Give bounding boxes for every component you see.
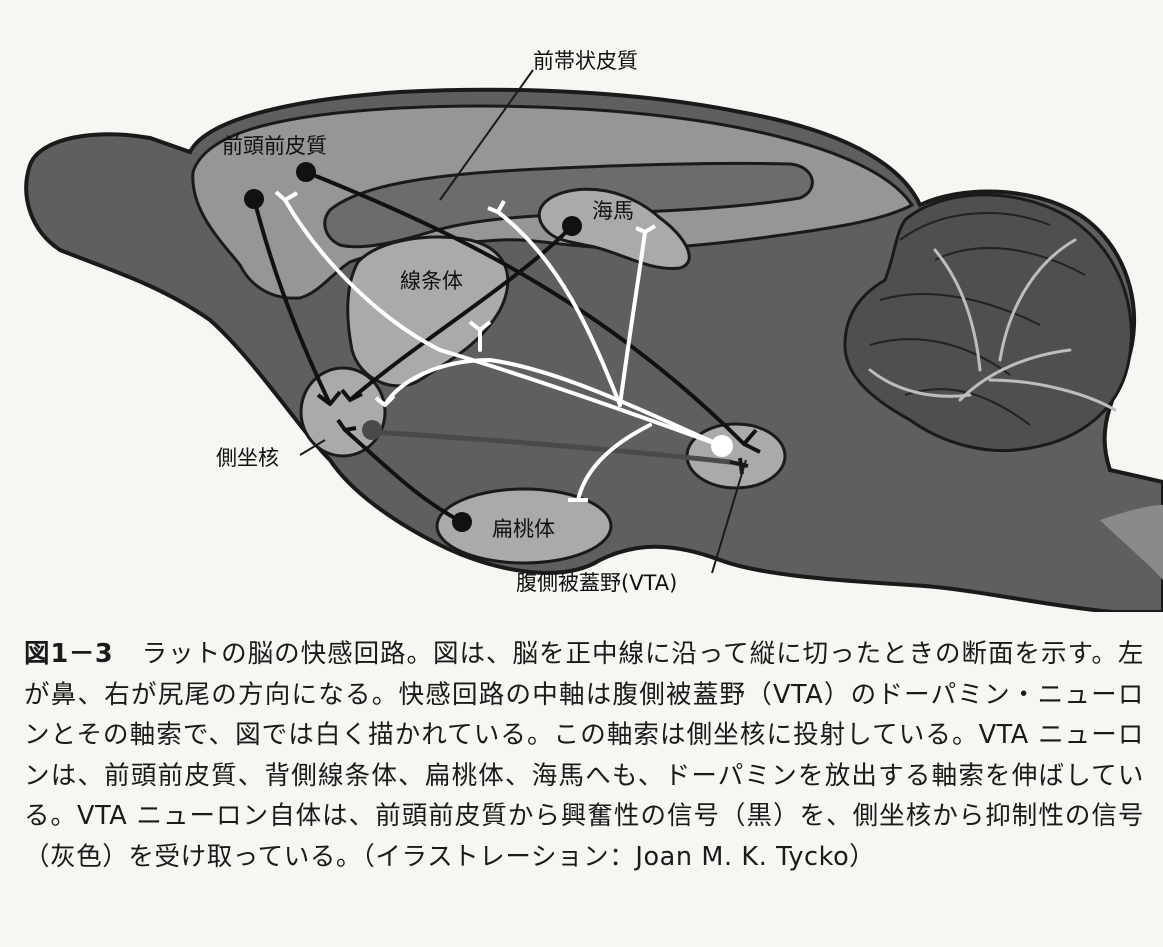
figure-number: 図1－3 [24,639,114,669]
nacc-neuron [362,420,382,440]
label-vta: 腹側被蓋野(VTA) [516,571,677,595]
cerebellum [843,193,1133,453]
pfc-neuron-1 [296,162,316,182]
vta-neuron [711,435,733,457]
label-nacc: 側坐核 [216,446,279,470]
amygdala-neuron [452,512,472,532]
hippocampus-region [537,187,691,271]
spinal-cord-highlight [1100,505,1163,580]
caption-text: ラットの脳の快感回路。図は、脳を正中線に沿って縦に切ったときの断面を示す。左が鼻… [24,639,1144,872]
brain-diagram: 前帯状皮質 前頭前皮質 海馬 線条体 側坐核 扁桃体 腹側被蓋野(VTA) [24,49,1163,612]
label-pfc: 前頭前皮質 [222,134,327,158]
label-hippocampus: 海馬 [592,199,634,223]
label-striatum: 線条体 [400,269,463,293]
label-leaders [299,69,747,574]
hippocampus-neuron [562,216,582,236]
dopamine-terminals [274,190,657,502]
pfc-neuron-2 [244,189,264,209]
excitatory-terminals [316,388,761,454]
dopamine-axons [283,198,724,502]
inhibitory-axon [369,429,733,465]
striatum-region [346,235,510,388]
label-acc: 前帯状皮質 [533,49,638,73]
excitatory-axons [252,170,746,524]
amygdala-region [435,487,613,565]
label-amygdala: 扁桃体 [492,517,555,541]
